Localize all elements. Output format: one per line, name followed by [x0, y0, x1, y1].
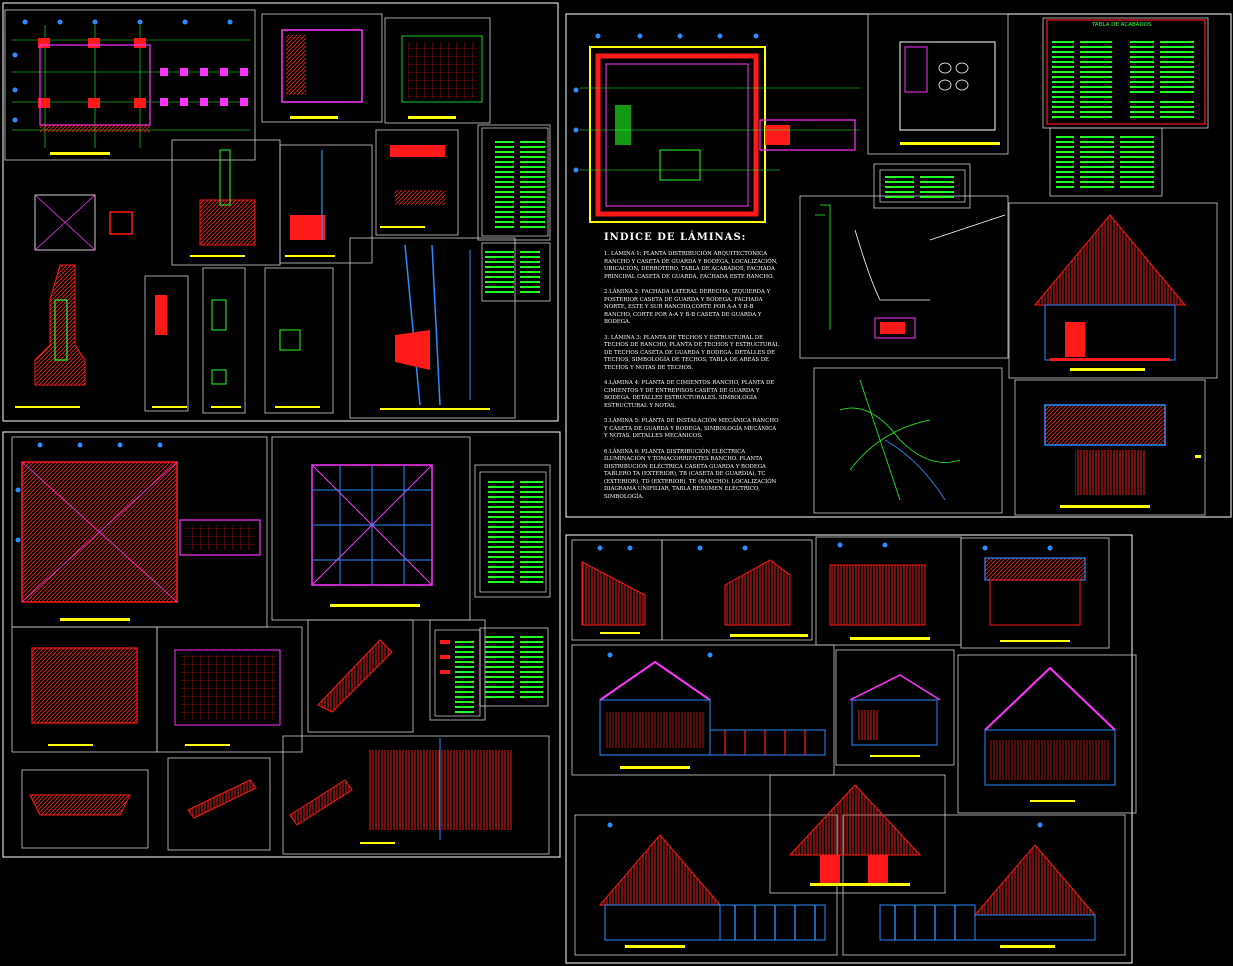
index-item-5: 5.LÁMINA 5: PLANTA DE INSTALACIÓN MECÁNI… — [604, 418, 779, 439]
index-title: INDICE DE LÁMINAS: — [604, 232, 747, 243]
sheet-4-elevations — [571, 536, 1137, 956]
sheet-2-architectural — [573, 13, 1218, 516]
sheet-frame-4 — [565, 534, 1133, 964]
sheet-frame-1 — [2, 2, 559, 422]
index-item-2: 2.LÁMINA 2: FACHADA LATERAL DERECHA, IZQ… — [604, 289, 771, 325]
index-item-4: 4.LÁMINA 4: PLANTA DE CIMIENTOS RANCHO, … — [604, 380, 775, 409]
sheet-frame-3 — [2, 431, 561, 858]
sheet-3-roofs — [11, 436, 551, 855]
index-item-1: 1. LÁMINA 1: PLANTA DISTRIBUCIÓN ARQUITE… — [604, 251, 778, 280]
index-item-3: 3. LÁMINA 3: PLANTA DE TECHOS Y ESTRUCTU… — [604, 334, 779, 371]
index-panel: INDICE DE LÁMINAS: 1. LÁMINA 1: PLANTA D… — [604, 232, 780, 509]
index-item-6: 6.LÁMINA 6: PLANTA DISTRIBUCIÓN ELÉCTRIC… — [604, 448, 777, 500]
sheet-1-structural — [4, 9, 551, 419]
finishes-table-title: TABLA DE ACABADOS — [1092, 22, 1152, 28]
